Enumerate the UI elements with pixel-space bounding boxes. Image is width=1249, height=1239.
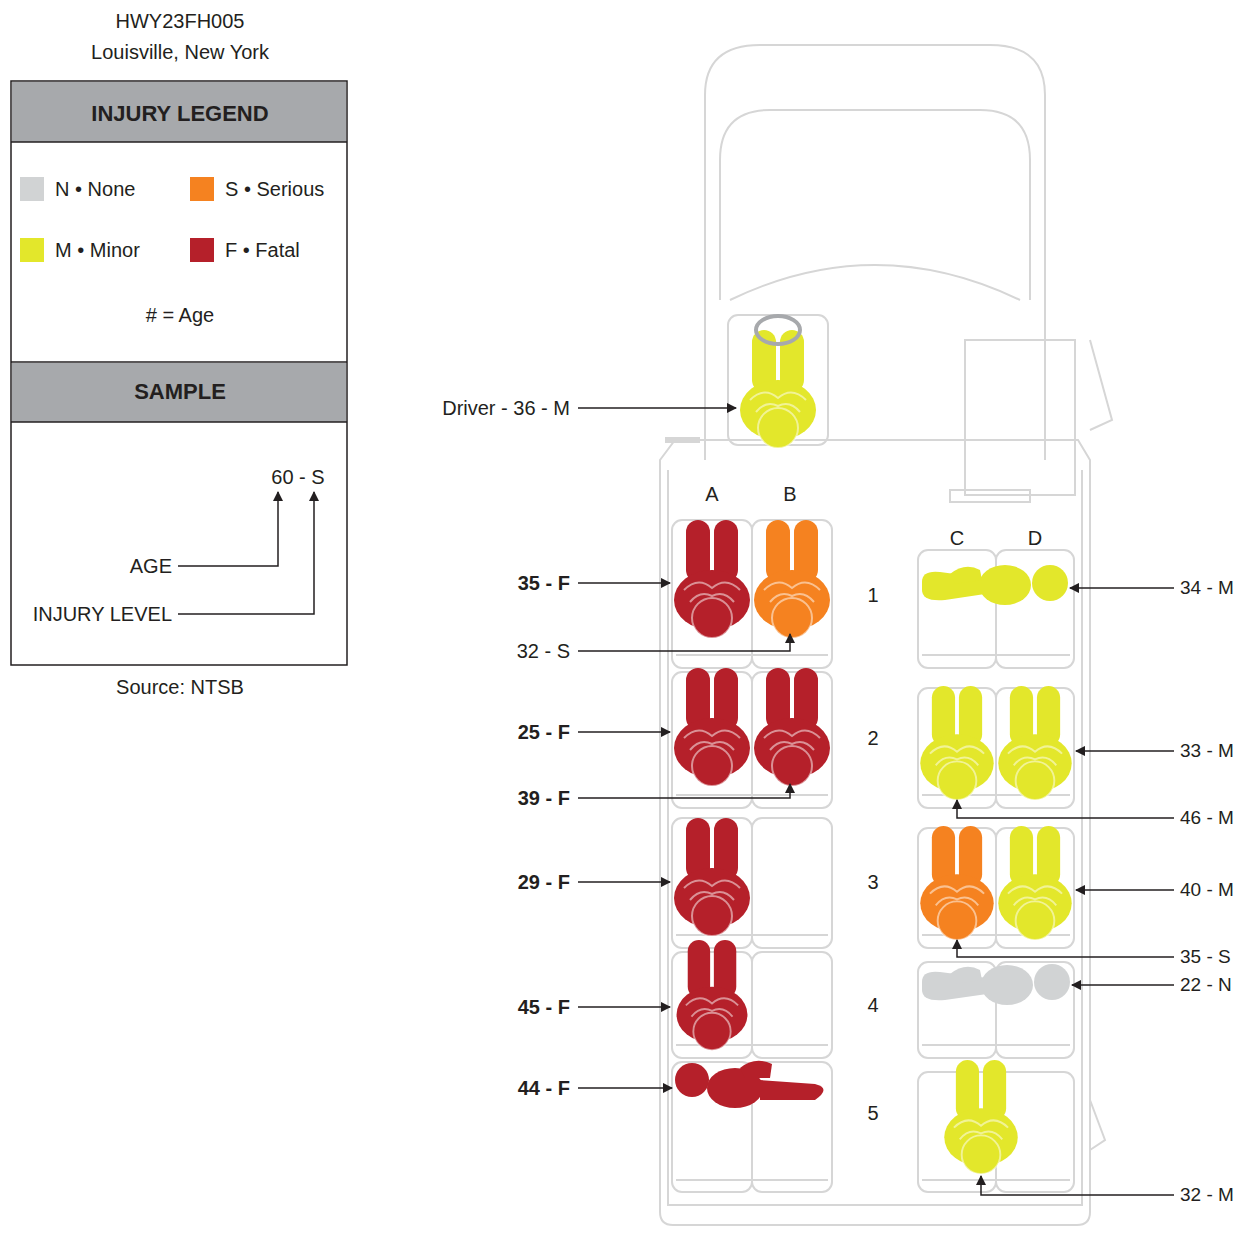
source-note: Source: NTSB [116,676,244,698]
occupant-label: 34 - M [1180,578,1234,599]
occupant-label: 32 - M [1180,1185,1234,1206]
occupant-label: 44 - F [518,1077,570,1099]
row-number: 3 [867,871,878,893]
occupant-label: 33 - M [1180,741,1234,762]
legend-note: # = Age [146,304,214,326]
sample-value: 60 - S [271,466,324,488]
legend-text: F • Fatal [225,239,300,261]
occupant-label: 39 - F [518,787,570,809]
legend-heading: INJURY LEGEND [91,102,268,126]
occupant-label: 22 - N [1180,975,1232,996]
row-number: 2 [867,727,878,749]
location-subtitle: Louisville, New York [91,41,269,63]
seat-letter: B [783,483,796,505]
seat-letter: A [705,483,718,505]
occupant-label: 35 - F [518,572,570,594]
legend-swatch [190,238,214,262]
row-number: 4 [867,994,878,1016]
seat-rows [672,520,1074,1192]
legend-text: S • Serious [225,178,324,200]
occupant-label: 35 - S [1180,947,1231,968]
legend-text: N • None [55,178,135,200]
legend-swatch [20,177,44,201]
bus-outline [660,45,1112,1225]
row-number: 1 [867,584,878,606]
legend-swatch [20,238,44,262]
legend-swatch [190,177,214,201]
legend-text: M • Minor [55,239,140,261]
leader-lines [578,408,1174,1195]
sample-caption: INJURY LEVEL [33,603,172,625]
occupant-label: 45 - F [518,996,570,1018]
occupant-label: 25 - F [518,721,570,743]
occupant-label: 32 - S [517,640,570,662]
sample-heading: SAMPLE [134,380,226,404]
seat-letter: C [950,527,964,549]
row-number: 5 [867,1102,878,1124]
occupant-label: 29 - F [518,871,570,893]
legend-panel [11,81,347,665]
sample-caption: AGE [130,555,172,577]
case-title: HWY23FH005 [116,10,245,32]
occupant-label: 40 - M [1180,880,1234,901]
seat-letter: D [1028,527,1042,549]
occupant-label: 46 - M [1180,808,1234,829]
occupant-label: Driver - 36 - M [442,397,570,419]
occupant-figures [674,316,1072,1174]
